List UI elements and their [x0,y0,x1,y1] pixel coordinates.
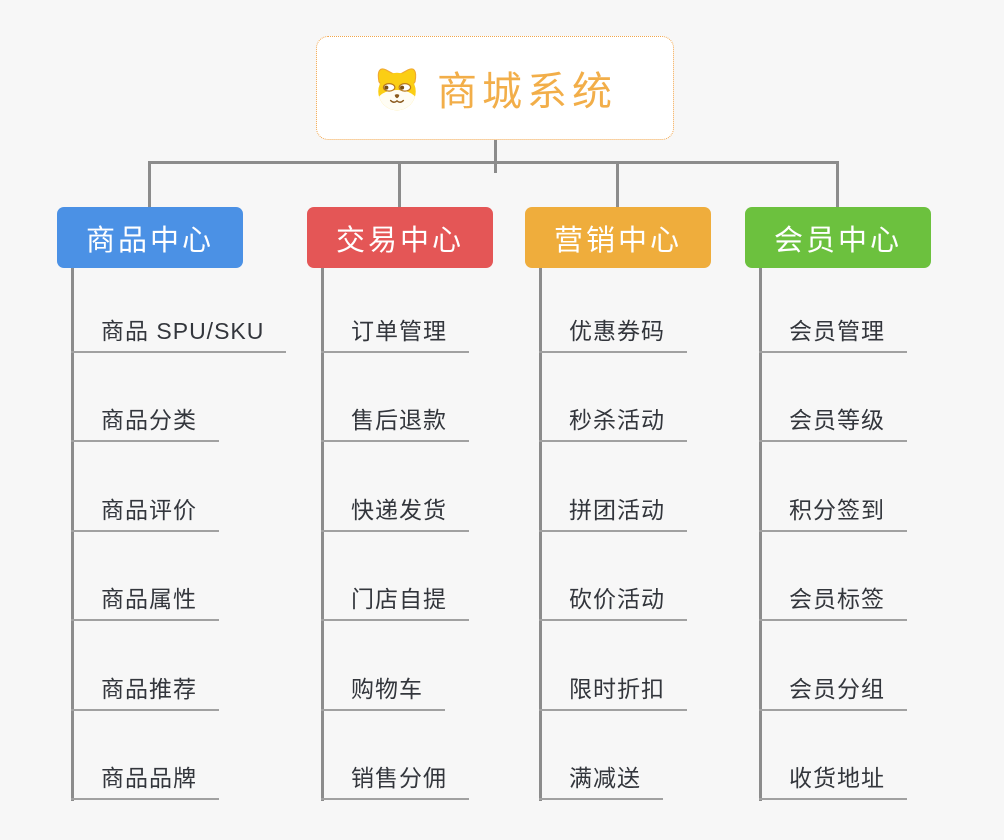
leaf-item-label: 商品属性 [101,586,197,612]
branch-3-trunk-line [539,268,542,801]
leaf-item-label: 快递发货 [351,497,447,523]
branch-node-1[interactable]: 商品中心 [57,207,243,268]
leaf-item[interactable]: 商品品牌 [71,762,219,800]
branch-1-drop-line [148,161,151,207]
leaf-item-label: 购物车 [351,676,423,702]
leaf-item-label: 拼团活动 [569,497,665,523]
leaf-item-label: 商品推荐 [101,676,197,702]
branch-horizontal-line [148,161,839,164]
leaf-item-label: 限时折扣 [569,676,665,702]
leaf-item[interactable]: 限时折扣 [539,673,687,711]
leaf-item[interactable]: 销售分佣 [321,762,469,800]
leaf-item[interactable]: 商品评价 [71,494,219,532]
branch-4-trunk-line [759,268,762,801]
branch-node-label: 会员中心 [773,224,902,257]
leaf-item-label: 砍价活动 [569,586,665,612]
leaf-item[interactable]: 秒杀活动 [539,404,687,442]
leaf-item-label: 订单管理 [351,318,447,344]
leaf-item-label: 商品 SPU/SKU [101,318,265,344]
branch-3-drop-line [616,161,619,207]
branch-4-drop-line [836,161,839,207]
leaf-item-label: 商品分类 [101,407,197,433]
leaf-item[interactable]: 会员分组 [759,673,907,711]
leaf-item-label: 商品评价 [101,497,197,523]
leaf-item[interactable]: 快递发货 [321,494,469,532]
leaf-item-label: 会员管理 [789,318,885,344]
branch-node-4[interactable]: 会员中心 [745,207,931,268]
branch-1-trunk-line [71,268,74,801]
leaf-item[interactable]: 商品属性 [71,583,219,621]
leaf-item-label: 积分签到 [789,497,885,523]
leaf-item[interactable]: 优惠券码 [539,315,687,353]
leaf-item[interactable]: 商品分类 [71,404,219,442]
leaf-item-label: 会员标签 [789,586,885,612]
leaf-item[interactable]: 砍价活动 [539,583,687,621]
leaf-item[interactable]: 门店自提 [321,583,469,621]
leaf-item-label: 门店自提 [351,586,447,612]
leaf-item[interactable]: 收货地址 [759,762,907,800]
branch-2-drop-line [398,161,401,207]
leaf-item[interactable]: 商品 SPU/SKU [71,315,287,353]
leaf-item-label: 收货地址 [789,765,885,791]
leaf-item-label: 会员等级 [789,407,885,433]
root-title: 商城系统 [437,70,617,114]
leaf-item-label: 商品品牌 [101,765,197,791]
leaf-item-label: 会员分组 [789,676,885,702]
leaf-item[interactable]: 商品推荐 [71,673,219,711]
branch-2-trunk-line [321,268,324,801]
leaf-item-label: 秒杀活动 [569,407,665,433]
leaf-item-label: 满减送 [569,765,641,791]
root-drop-line [494,140,497,173]
leaf-item[interactable]: 购物车 [321,673,445,711]
leaf-item[interactable]: 售后退款 [321,404,469,442]
branch-node-label: 交易中心 [335,224,464,257]
branch-node-2[interactable]: 交易中心 [307,207,493,268]
leaf-item[interactable]: 会员管理 [759,315,907,353]
leaf-item-label: 售后退款 [351,407,447,433]
branch-node-label: 商品中心 [85,224,214,257]
leaf-item[interactable]: 积分签到 [759,494,907,532]
leaf-item[interactable]: 拼团活动 [539,494,687,532]
leaf-item[interactable]: 订单管理 [321,315,469,353]
leaf-item[interactable]: 会员等级 [759,404,907,442]
branch-node-label: 营销中心 [553,224,682,257]
leaf-item-label: 优惠券码 [569,318,665,344]
leaf-item[interactable]: 会员标签 [759,583,907,621]
root-node[interactable]: 商城系统 [316,36,674,140]
shiba-dog-icon [377,67,417,110]
leaf-item[interactable]: 满减送 [539,762,663,800]
branch-node-3[interactable]: 营销中心 [525,207,711,268]
leaf-item-label: 销售分佣 [351,765,447,791]
